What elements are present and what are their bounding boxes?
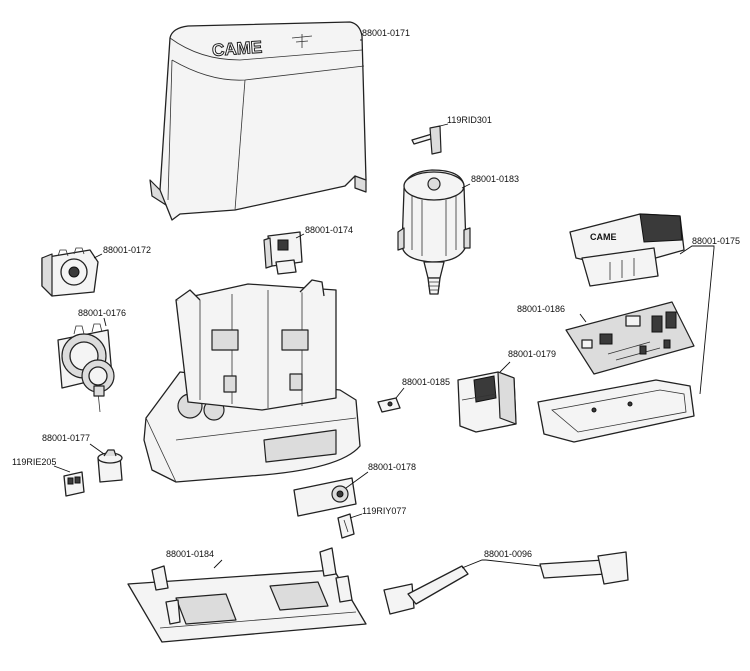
gear-housing-part[interactable]	[41, 247, 99, 297]
base-body	[143, 279, 361, 483]
label-88001-0184: 88001-0184	[166, 549, 214, 559]
bushing-part[interactable]	[97, 449, 123, 483]
cover-logo: CAME	[211, 37, 262, 59]
motor-part[interactable]	[397, 169, 471, 295]
label-88001-0185: 88001-0185	[402, 377, 450, 387]
bracket-part[interactable]	[263, 231, 303, 275]
board-cover-part[interactable]: CAME	[569, 213, 685, 287]
mounting-plate-part[interactable]	[127, 547, 367, 643]
label-88001-0172: 88001-0172	[103, 245, 151, 255]
key-part[interactable]	[337, 513, 355, 539]
label-88001-0171: 88001-0171	[362, 28, 410, 38]
transformer-part[interactable]	[457, 371, 517, 433]
gearbox-part[interactable]	[57, 323, 115, 413]
cam-part-right[interactable]	[539, 551, 629, 585]
label-88001-0175: 88001-0175	[692, 236, 740, 246]
label-88001-0096: 88001-0096	[484, 549, 532, 559]
cover-part[interactable]: CAME	[149, 21, 367, 221]
label-88001-0186: 88001-0186	[517, 304, 565, 314]
part-labels: 88001-0171 119RID301 88001-0183 88001-01…	[12, 28, 740, 559]
label-88001-0183: 88001-0183	[471, 174, 519, 184]
control-board-part[interactable]	[565, 301, 695, 375]
label-88001-0174: 88001-0174	[305, 225, 353, 235]
leader-lines	[53, 39, 715, 569]
brand-mark-icon	[291, 34, 313, 48]
label-119RIE205: 119RIE205	[12, 457, 56, 467]
clip-part[interactable]	[377, 397, 401, 413]
release-plate-part[interactable]	[293, 477, 357, 517]
cam-part-left[interactable]	[383, 565, 469, 615]
board-base-plate	[537, 379, 695, 443]
label-88001-0176: 88001-0176	[78, 308, 126, 318]
board-cover-logo: CAME	[590, 232, 617, 242]
label-119RIY077: 119RIY077	[362, 506, 406, 516]
label-88001-0178: 88001-0178	[368, 462, 416, 472]
label-88001-0179: 88001-0179	[508, 349, 556, 359]
label-119RID301: 119RID301	[447, 115, 492, 125]
label-88001-0177: 88001-0177	[42, 433, 90, 443]
terminal-block-part[interactable]	[63, 471, 85, 497]
pin-part[interactable]	[411, 125, 442, 155]
